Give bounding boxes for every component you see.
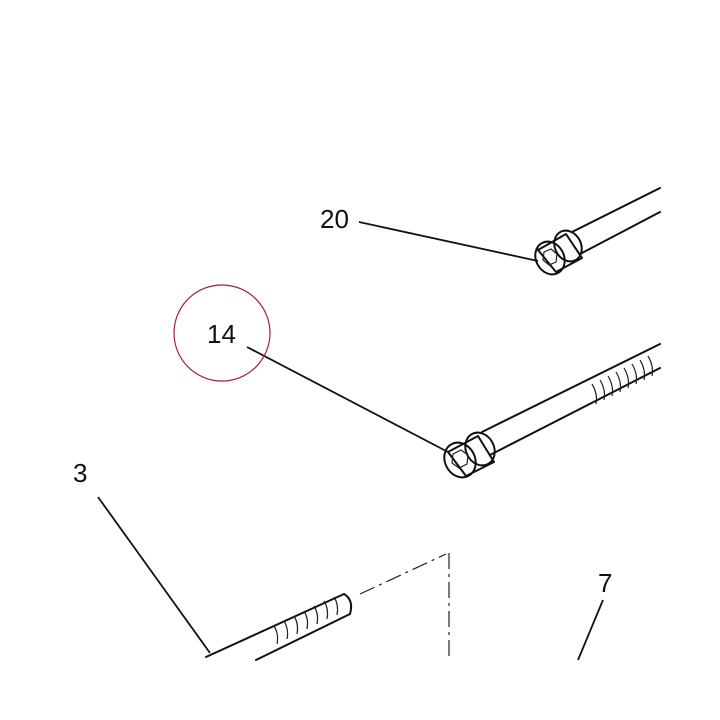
screw-20-head-back: [553, 229, 583, 263]
leader-14: [246, 346, 449, 453]
screw-14-hex-socket: [451, 449, 469, 469]
stud-3: [205, 593, 353, 661]
screw-14-shank-top: [481, 343, 661, 433]
stud-3-edge-top: [205, 593, 345, 658]
assembly-centerline: [359, 553, 450, 660]
callout-20: 20: [320, 204, 349, 234]
screw-20-shank-bottom: [579, 211, 661, 255]
callout-7: 7: [598, 568, 612, 598]
stud-3-threads: [273, 596, 339, 645]
centerline-diagonal: [359, 553, 447, 595]
screw-20-head-body: [537, 233, 583, 273]
leader-7: [577, 599, 604, 661]
screw-14-head-face: [443, 441, 477, 479]
stud-3-end-cap: [343, 593, 353, 615]
screw-20-shank-top: [571, 187, 661, 233]
screw-20: [534, 187, 661, 276]
screw-14: [443, 343, 661, 479]
stud-3-edge-bottom: [255, 613, 351, 661]
leader-20: [358, 221, 539, 262]
callout-3: 3: [73, 458, 87, 488]
screw-14-threads: [591, 355, 654, 405]
callout-14: 14: [207, 319, 236, 349]
callout-14-highlight-circle[interactable]: [173, 284, 271, 382]
screw-20-head-face: [534, 240, 566, 276]
screw-14-shank-bottom: [489, 367, 661, 456]
screw-20-hex-socket: [542, 248, 558, 266]
leader-3: [97, 496, 211, 654]
